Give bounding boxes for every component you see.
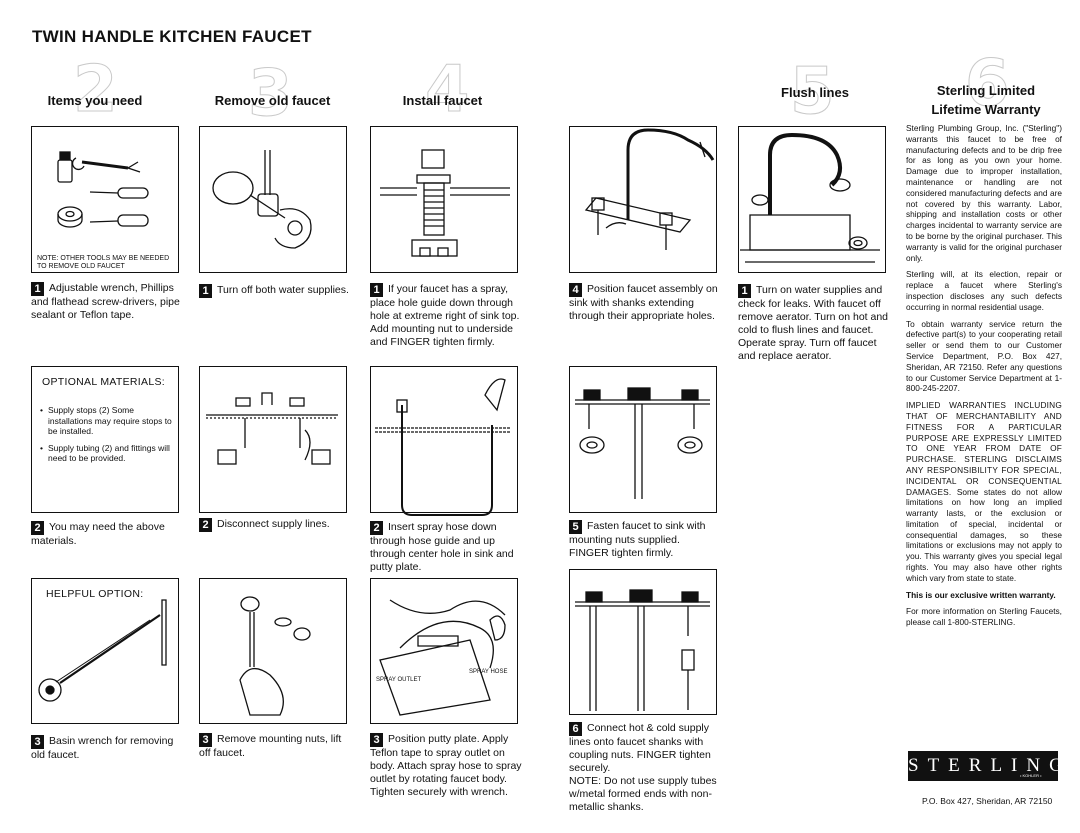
warranty-paragraph: For more information on Sterling Faucets… [906,606,1062,628]
step-number-badge: 1 [31,282,44,296]
section-heading-remove: Remove old faucet [214,93,331,108]
section-number-5: 5 [790,55,836,129]
step-number-badge: 1 [738,284,751,298]
helpful-option-title: HELPFUL OPTION: [46,588,144,600]
warranty-paragraph: Sterling Plumbing Group, Inc. ("Sterling… [906,123,1062,263]
optional-item: Supply tubing (2) and fittings will need… [40,443,172,464]
spray-hose-illustration [370,366,518,513]
section-number-4: 4 [425,53,471,127]
optional-item: Supply stops (2) Some installations may … [40,405,172,437]
remove-nuts-illustration [199,578,347,724]
warranty-text: Sterling Plumbing Group, Inc. ("Sterling… [906,123,1062,634]
step-number-badge: 2 [31,521,44,535]
spray-outlet-label: SPRAY OUTLET [376,677,422,683]
step-number-badge: 3 [370,733,383,747]
section-heading-warranty: Sterling Limited Lifetime Warranty [931,83,1041,117]
warranty-paragraph: IMPLIED WARRANTIES INCLUDING THAT OF MER… [906,400,1062,583]
step-number-badge: 2 [199,518,212,532]
warranty-paragraph: This is our exclusive written warranty. [906,589,1056,600]
supply-lines-illustration [569,569,717,715]
section-heading-flush: Flush lines [781,85,849,100]
turn-off-supplies-illustration [199,126,347,273]
section-heading-items: Items you need [47,93,143,108]
hole-guide-illustration [370,126,518,273]
step-number-badge: 6 [569,722,582,736]
step-number-badge: 2 [370,521,383,535]
optional-materials-box [31,366,179,513]
step-number-badge: 1 [199,284,212,298]
section-heading-install: Install faucet [402,93,483,108]
warranty-paragraph: Sterling will, at its election, repair o… [906,269,1062,312]
section-number-6: 6 [965,47,1011,121]
putty-plate-illustration [370,578,518,724]
section-number-3: 3 [248,57,294,131]
step-number-badge: 4 [569,283,582,297]
disconnect-lines-illustration [199,366,347,513]
flush-faucet-illustration [738,126,886,273]
spray-hose-label: SPRAY HOSE [469,669,508,675]
step-number-badge: 3 [31,735,44,749]
step-number-badge: 5 [569,520,582,534]
position-faucet-illustration [569,126,717,273]
footer-address: P.O. Box 427, Sheridan, AR 72150 [922,796,1053,806]
step-number-badge: 1 [370,283,383,297]
optional-materials-title: OPTIONAL MATERIALS: [42,376,165,388]
section-number-2: 2 [73,53,119,127]
optional-materials-list: Supply stops (2) Some installations may … [40,405,172,470]
warranty-paragraph: To obtain warranty service return the de… [906,318,1062,394]
step-number-badge: 3 [199,733,212,747]
kohler-sublogo: • KOHLER • [1020,773,1042,778]
mounting-nuts-illustration [569,366,717,513]
tools-note: NOTE: OTHER TOOLS MAY BE NEEDED TO REMOV… [37,255,170,270]
tools-illustration-box [31,126,179,273]
sterling-logo: STERLING [908,751,1063,781]
document-title: TWIN HANDLE KITCHEN FAUCET [32,27,312,46]
